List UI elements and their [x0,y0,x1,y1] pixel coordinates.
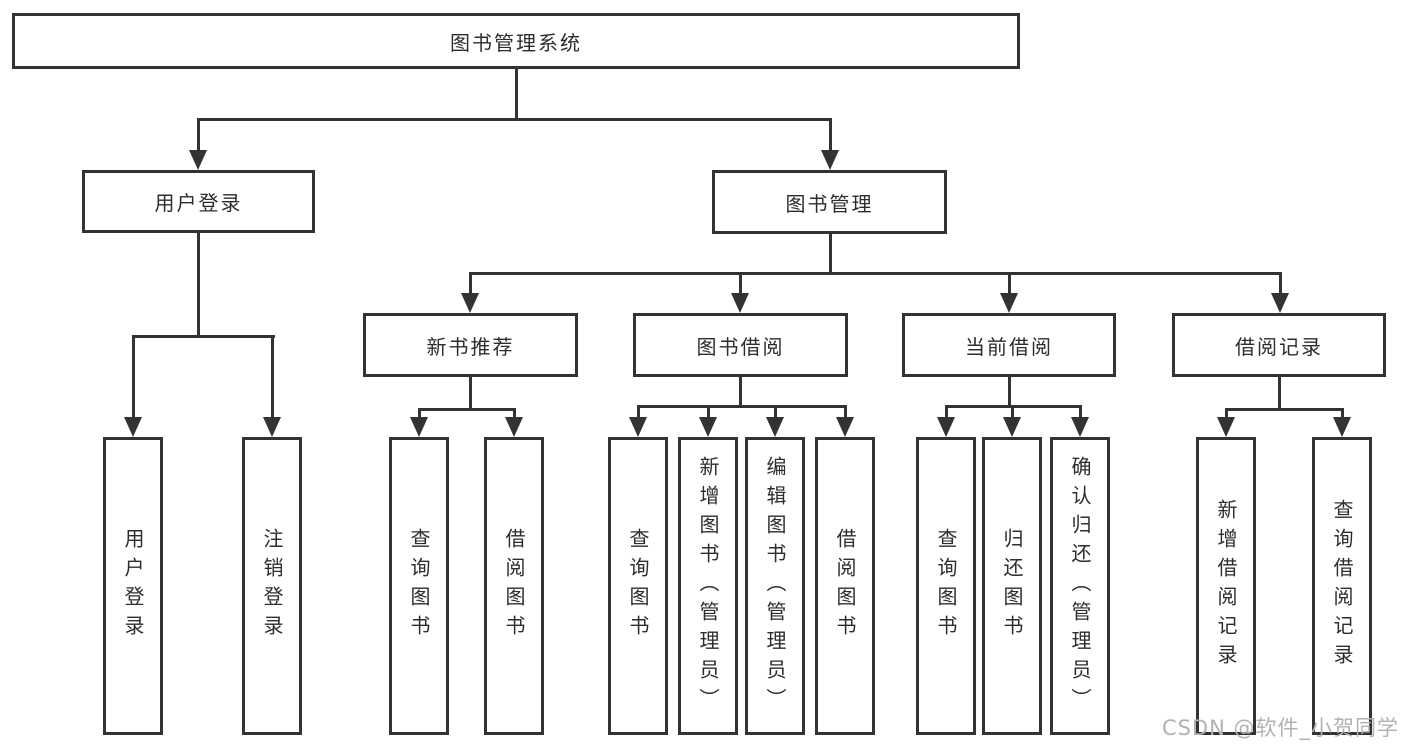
node-book-management: 图书管理 [712,170,947,234]
arrowhead-icon [937,417,955,437]
connector [1010,405,1014,421]
connector [468,272,1282,275]
connector [1007,377,1011,408]
connector [828,118,832,154]
node-current-borrow-label: 当前借阅 [965,334,1053,359]
connector [843,405,847,421]
node-book-management-label: 图书管理 [785,191,874,216]
arrowhead-icon [461,293,479,313]
leaf-label: 借阅图书 [502,528,526,644]
connector [636,405,847,408]
leaf-label: 查询借阅记录 [1330,499,1354,673]
connector [417,408,421,421]
leaf-query-books-recommend: 查询图书 [389,437,449,735]
connector [1224,408,1344,411]
leaf-label: 归还图书 [1000,528,1024,644]
arrowhead-icon [836,417,854,437]
node-book-borrow-label: 图书借阅 [696,334,785,359]
leaf-label: 新增图书（管理员） [696,455,720,717]
connector [1277,377,1281,411]
leaf-label: 编辑图书（管理员） [763,455,787,717]
leaf-confirm-return-admin: 确认归还（管理员） [1050,437,1110,735]
arrowhead-icon [629,417,647,437]
connector [512,408,516,421]
leaf-label: 确认归还（管理员） [1068,455,1092,717]
leaf-logout: 注销登录 [242,437,302,735]
arrowhead-icon [1071,417,1089,437]
leaf-label: 查询图书 [626,528,650,644]
connector [1278,272,1282,297]
connector [1078,405,1082,421]
node-new-book-recommend-label: 新书推荐 [426,334,515,359]
node-current-borrow: 当前借阅 [902,313,1116,377]
node-user-login: 用户登录 [82,170,315,233]
connector [738,272,742,297]
connector [944,405,948,421]
arrowhead-icon [1217,417,1235,437]
leaf-query-borrow-record: 查询借阅记录 [1312,437,1372,735]
connector [131,335,275,338]
arrowhead-icon [263,417,281,437]
connector [706,405,710,421]
connector [738,377,742,408]
arrowhead-icon [766,417,784,437]
leaf-return-books: 归还图书 [982,437,1042,735]
connector [196,118,832,121]
arrowhead-icon [699,417,717,437]
arrowhead-icon [189,150,207,170]
connector [468,377,472,411]
connector [1007,272,1011,297]
connector [196,118,200,154]
arrowhead-icon [1271,293,1289,313]
connector [270,335,274,421]
connector [1224,408,1228,421]
arrowhead-icon [505,417,523,437]
connector [773,405,777,421]
node-book-borrow: 图书借阅 [633,313,848,377]
arrowhead-icon [731,293,749,313]
leaf-borrow-books-recommend: 借阅图书 [484,437,544,735]
leaf-label: 借阅图书 [833,528,857,644]
leaf-add-borrow-record: 新增借阅记录 [1196,437,1256,735]
connector [1340,408,1344,421]
arrowhead-icon [124,417,142,437]
connector [468,272,472,297]
connector [196,233,200,337]
node-root: 图书管理系统 [12,13,1020,69]
leaf-label: 注销登录 [260,528,284,644]
leaf-query-books-borrow: 查询图书 [608,437,668,735]
leaf-borrow-books: 借阅图书 [815,437,875,735]
leaf-user-login: 用户登录 [103,437,163,735]
connector [636,405,640,421]
leaf-add-books-admin: 新增图书（管理员） [678,437,738,735]
leaf-label: 新增借阅记录 [1214,499,1238,673]
leaf-query-books-current: 查询图书 [916,437,976,735]
arrowhead-icon [1333,417,1351,437]
leaf-label: 查询图书 [407,528,431,644]
leaf-label: 查询图书 [934,528,958,644]
leaf-label: 用户登录 [121,528,145,644]
node-new-book-recommend: 新书推荐 [363,313,578,377]
node-borrow-records: 借阅记录 [1172,313,1386,377]
arrowhead-icon [410,417,428,437]
node-borrow-records-label: 借阅记录 [1235,334,1323,359]
connector [828,234,832,275]
connector [514,68,518,118]
csdn-watermark: CSDN @软件_小贺同学 [1161,716,1399,740]
node-user-login-label: 用户登录 [154,191,243,215]
node-root-label: 图书管理系统 [450,30,582,55]
arrowhead-icon [821,150,839,170]
arrowhead-icon [1000,293,1018,313]
arrowhead-icon [1003,417,1021,437]
connector [131,335,135,421]
leaf-edit-books-admin: 编辑图书（管理员） [745,437,805,735]
connector [417,408,516,411]
